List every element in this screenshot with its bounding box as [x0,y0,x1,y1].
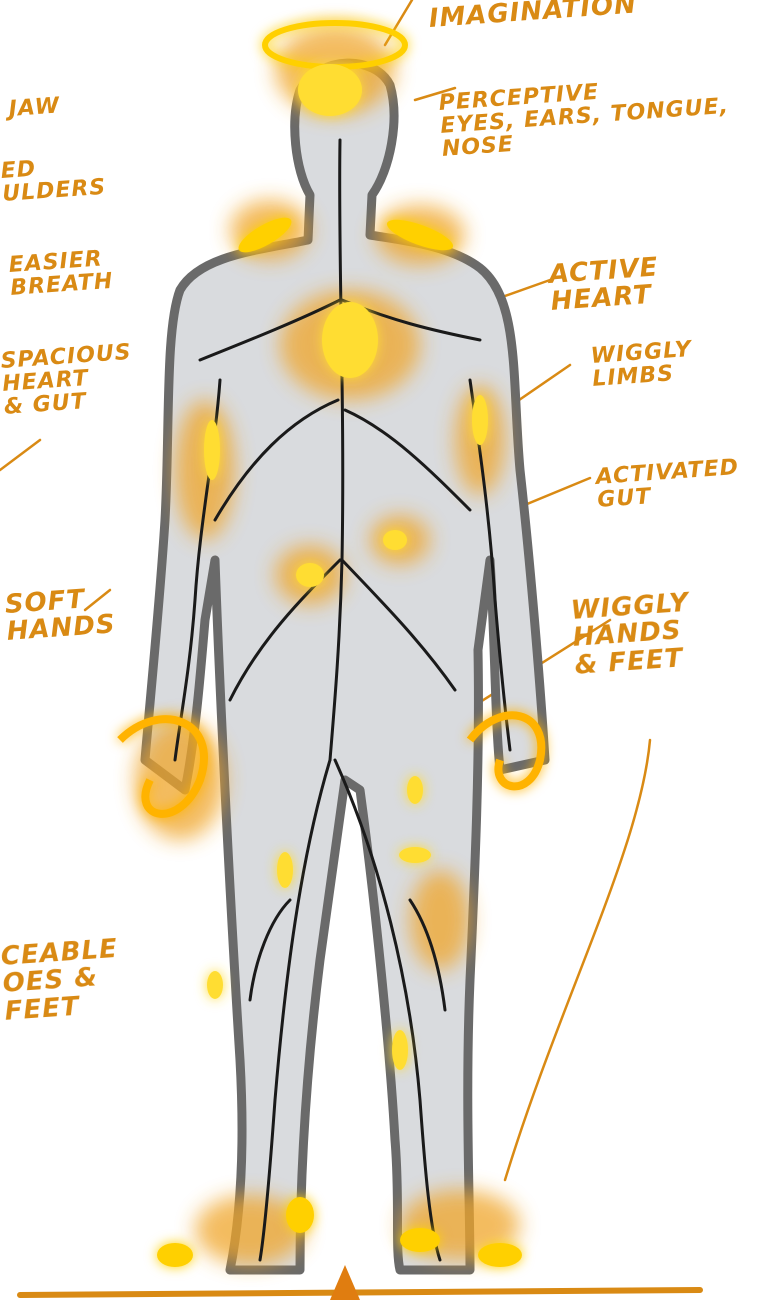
label-easier-breath: EASIER BREATH [8,247,114,300]
label-active-heart: ACTIVE HEART [548,254,661,316]
label-toes-feet: CEABLE OES & FEET [0,936,123,1026]
label-wiggly-hands-feet: WIGGLY HANDS & FEET [570,590,694,680]
label-spacious-heart-gut: SPACIOUS HEART & GUT [0,341,136,419]
ground-peak [330,1265,360,1300]
label-wiggly-limbs: WIGGLY LIMBS [590,338,694,391]
label-shoulders: ED ULDERS [0,153,107,206]
ground-line [20,1290,700,1295]
body-silhouette [145,63,545,1270]
label-soft-hands: SOFT HANDS [4,584,116,646]
label-jaw: JAW [8,94,61,121]
